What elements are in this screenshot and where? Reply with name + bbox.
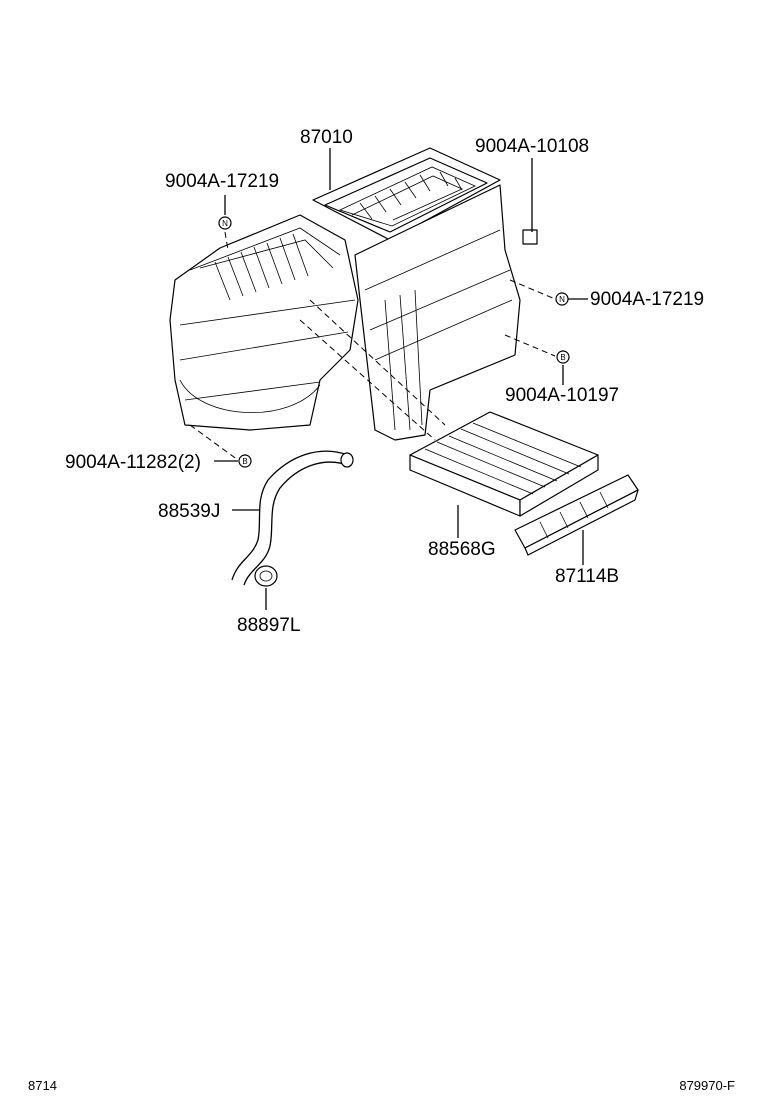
svg-text:N: N (559, 295, 565, 304)
heater-unit-drawing (169, 147, 538, 441)
leader-lines (214, 148, 588, 610)
symbol-n-top-left: N (218, 216, 232, 230)
label-screw-right: 9004A-10197 (505, 385, 619, 406)
filter-cover-drawing (514, 474, 639, 556)
svg-text:B: B (242, 457, 247, 466)
label-clip-top-right: 9004A-10108 (475, 136, 589, 157)
symbol-b-left: B (238, 454, 252, 468)
label-filter: 88568G (428, 539, 496, 560)
svg-text:N: N (222, 219, 228, 228)
label-clip-right: 9004A-17219 (590, 289, 704, 310)
symbol-n-right: N (555, 292, 569, 306)
label-screw-left: 9004A-11282(2) (65, 452, 201, 473)
label-clip-top-left: 9004A-17219 (165, 171, 279, 192)
grommet-drawing (254, 565, 278, 587)
dashed-leaders (189, 231, 556, 461)
label-filter-cover: 87114B (555, 566, 619, 587)
label-drain-hose: 88539J (158, 501, 220, 522)
footer-right-code: 879970-F (679, 1078, 735, 1093)
footer-left-code: 8714 (28, 1078, 57, 1093)
filter-drawing (409, 411, 599, 517)
label-heater-unit: 87010 (300, 127, 353, 148)
label-grommet: 88897L (237, 615, 300, 636)
svg-text:B: B (560, 353, 565, 362)
symbol-b-right: B (556, 350, 570, 364)
drain-hose-drawing (231, 450, 354, 586)
